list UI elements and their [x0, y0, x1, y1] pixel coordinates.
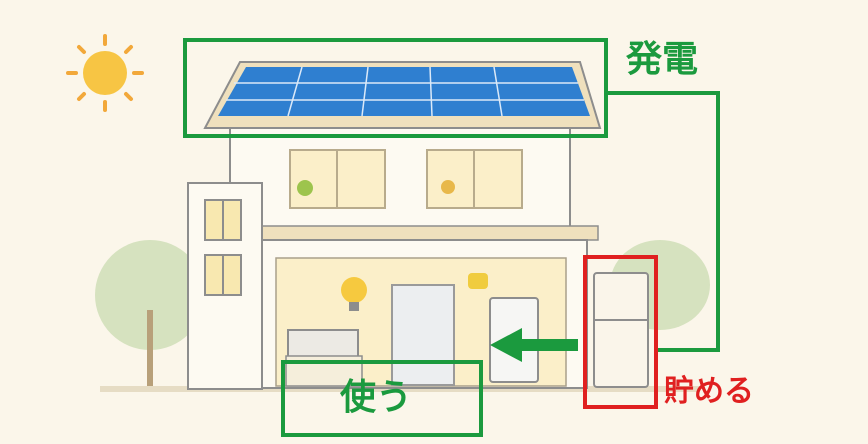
- upper-window-left: [289, 149, 386, 209]
- use-label: 使う: [340, 377, 413, 418]
- arrow-left-icon: [490, 328, 578, 362]
- power-conditioner: [391, 284, 455, 386]
- stair-tower: [187, 182, 263, 390]
- upper-window-right: [426, 149, 523, 209]
- storage-battery: [593, 272, 649, 388]
- store-label: 貯める: [664, 374, 754, 409]
- store-frame: [583, 255, 658, 409]
- air-conditioner-icon: [468, 273, 488, 289]
- balcony: [261, 225, 599, 241]
- lightbulb-icon: [341, 277, 367, 311]
- generate-frame: [183, 38, 608, 138]
- sun-icon: [66, 34, 144, 112]
- power-line: [606, 91, 720, 352]
- tree-left: [95, 240, 205, 390]
- microwave: [287, 329, 359, 359]
- generate-label: 発電: [626, 39, 699, 80]
- solar-panel: [218, 66, 590, 117]
- use-frame: [281, 360, 483, 437]
